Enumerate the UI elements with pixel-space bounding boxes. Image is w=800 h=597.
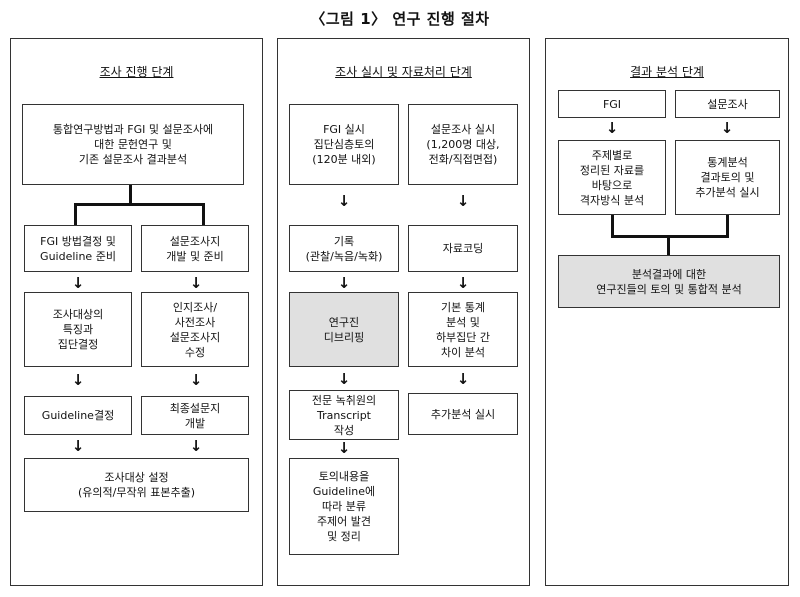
panel2-header: 조사 실시 및 자료처리 단계: [335, 65, 472, 79]
fgi-label-box: FGI: [558, 90, 666, 118]
literature-review-box: 통합연구방법과 FGI 및 설문조사에 대한 문헌연구 및 기존 설문조사 결과…: [22, 104, 244, 185]
arrow-down-icon: ↓: [456, 274, 470, 292]
arrow-down-icon: ↓: [71, 371, 85, 389]
fgi-method-box: FGI 방법결정 및 Guideline 준비: [24, 225, 132, 272]
panel-fieldwork-processing: [277, 38, 530, 586]
sample-selection-box: 조사대상 설정 (유의적/무작위 표본추출): [24, 458, 249, 512]
arrow-down-icon: ↓: [337, 274, 351, 292]
arrow-down-icon: ↓: [720, 119, 734, 137]
survey-label-box: 설문조사: [675, 90, 780, 118]
final-questionnaire-box: 최종설문지 개발: [141, 396, 249, 435]
arrow-down-icon: ↓: [337, 370, 351, 388]
merge-connector-left: [611, 215, 614, 237]
guideline-decision-box: Guideline결정: [24, 396, 132, 435]
pretest-box: 인지조사/ 사전조사 설문조사지 수정: [141, 292, 249, 367]
fork-connector-stem: [129, 185, 132, 205]
arrow-down-icon: ↓: [456, 370, 470, 388]
merge-connector-stem: [667, 235, 670, 255]
panel3-header: 결과 분석 단계: [630, 65, 704, 79]
debriefing-box: 연구진 디브리핑: [289, 292, 399, 367]
survey-fieldwork-box: 설문조사 실시 (1,200명 대상, 전화/직접면접): [408, 104, 518, 185]
figure-title: 〈그림 1〉 연구 진행 절차: [310, 10, 490, 28]
arrow-down-icon: ↓: [605, 119, 619, 137]
panel-survey-progress: [10, 38, 263, 586]
questionnaire-dev-box: 설문조사지 개발 및 준비: [141, 225, 249, 272]
arrow-down-icon: ↓: [337, 192, 351, 210]
panel1-header: 조사 진행 단계: [99, 65, 174, 79]
content-classification-box: 토의내용을 Guideline에 따라 분류 주제어 발견 및 정리: [289, 458, 399, 555]
transcript-box: 전문 녹취원의 Transcript 작성: [289, 390, 399, 440]
fgi-session-box: FGI 실시 집단심층토의 (120분 내외): [289, 104, 399, 185]
target-group-box: 조사대상의 특징과 집단결정: [24, 292, 132, 367]
statistical-analysis-box: 기본 통계 분석 및 하부집단 간 차이 분석: [408, 292, 518, 367]
data-coding-box: 자료코딩: [408, 225, 518, 272]
arrow-down-icon: ↓: [337, 439, 351, 457]
integrated-analysis-box: 분석결과에 대한 연구진들의 토의 및 통합적 분석: [558, 255, 780, 308]
arrow-down-icon: ↓: [71, 437, 85, 455]
stats-discussion-box: 통계분석 결과토의 및 추가분석 실시: [675, 140, 780, 215]
merge-connector-bar: [611, 235, 729, 238]
arrow-down-icon: ↓: [456, 192, 470, 210]
arrow-down-icon: ↓: [189, 437, 203, 455]
merge-connector-right: [726, 215, 729, 237]
additional-analysis-box: 추가분석 실시: [408, 393, 518, 435]
fork-connector-bar: [74, 203, 204, 206]
arrow-down-icon: ↓: [189, 274, 203, 292]
grid-analysis-box: 주제별로 정리된 자료를 바탕으로 격자방식 분석: [558, 140, 666, 215]
recording-box: 기록 (관찰/녹음/녹화): [289, 225, 399, 272]
arrow-down-icon: ↓: [189, 371, 203, 389]
panel-result-analysis: [545, 38, 789, 586]
fork-connector-right: [202, 203, 205, 225]
arrow-down-icon: ↓: [71, 274, 85, 292]
fork-connector-left: [74, 203, 77, 225]
